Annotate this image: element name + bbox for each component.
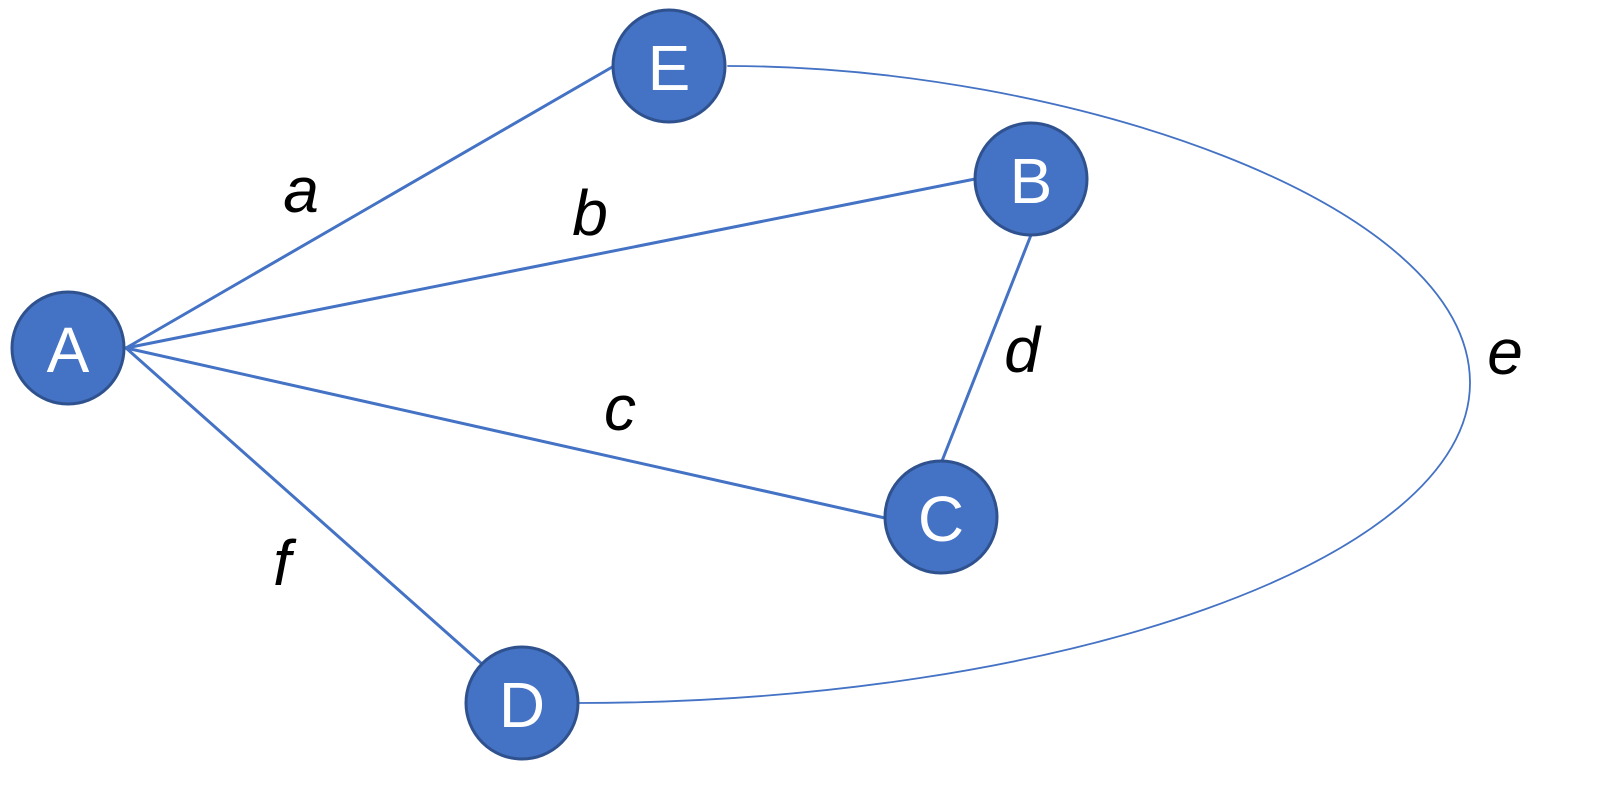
node-d-circle bbox=[464, 645, 580, 761]
edge-label-f: f bbox=[273, 527, 297, 599]
edge-c bbox=[124, 346, 887, 520]
edge-b bbox=[124, 177, 977, 350]
node-c-circle bbox=[883, 459, 999, 575]
edges bbox=[124, 64, 1471, 704]
node-c-label: C bbox=[918, 483, 964, 555]
node-e-circle bbox=[611, 8, 727, 124]
edge-label-a: a bbox=[283, 154, 319, 226]
node-d: D bbox=[464, 645, 580, 761]
node-e-label: E bbox=[648, 32, 691, 104]
edge-label-b: b bbox=[572, 177, 608, 249]
edge-f bbox=[124, 346, 484, 666]
edge-e bbox=[577, 65, 1471, 704]
node-b-circle bbox=[973, 121, 1089, 237]
node-b: B bbox=[973, 121, 1089, 237]
node-c: C bbox=[883, 459, 999, 575]
node-e: E bbox=[611, 8, 727, 124]
node-d-label: D bbox=[499, 669, 545, 741]
node-a-circle bbox=[10, 290, 126, 406]
node-a: A bbox=[10, 290, 126, 406]
edge-labels: a b c d e f bbox=[273, 154, 1523, 599]
edge-label-c: c bbox=[604, 372, 636, 444]
edge-label-d: d bbox=[1004, 314, 1042, 386]
node-b-label: B bbox=[1010, 145, 1053, 217]
edge-d bbox=[940, 233, 1033, 463]
edge-a bbox=[124, 64, 616, 350]
node-a-label: A bbox=[47, 314, 90, 386]
edge-label-e: e bbox=[1487, 316, 1523, 388]
